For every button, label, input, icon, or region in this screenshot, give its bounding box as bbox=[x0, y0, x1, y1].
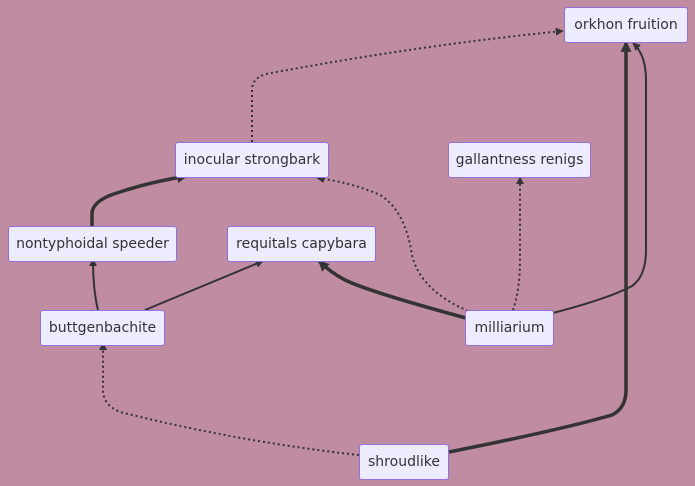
node-nontyphoidal-speeder[interactable]: nontyphoidal speeder bbox=[8, 226, 177, 262]
node-requitals-capybara[interactable]: requitals capybara bbox=[227, 226, 376, 262]
edge-nontyphoidal-to-inocular bbox=[90, 172, 189, 226]
edge-shroudlike-to-orkhon bbox=[448, 40, 632, 454]
node-label: shroudlike bbox=[368, 454, 440, 470]
node-label: milliarium bbox=[474, 320, 545, 336]
node-milliarium[interactable]: milliarium bbox=[465, 310, 554, 346]
edge-milliarium-to-orkhon bbox=[552, 42, 647, 314]
node-orkhon-fruition[interactable]: orkhon fruition bbox=[564, 7, 688, 43]
node-label: buttgenbachite bbox=[48, 320, 157, 336]
node-buttgenbachite[interactable]: buttgenbachite bbox=[40, 310, 165, 346]
edge-milliarium-to-gallantness bbox=[512, 176, 524, 311]
node-label: inocular strongbark bbox=[183, 152, 321, 168]
edge-buttgenbachite-to-requitals bbox=[144, 260, 264, 311]
node-gallantness-renigs[interactable]: gallantness renigs bbox=[448, 142, 591, 178]
node-inocular-strongbark[interactable]: inocular strongbark bbox=[175, 142, 329, 178]
node-label: nontyphoidal speeder bbox=[16, 236, 169, 252]
node-label: orkhon fruition bbox=[574, 17, 678, 33]
edge-inocular-to-orkhon bbox=[251, 27, 564, 142]
node-label: requitals capybara bbox=[236, 236, 367, 252]
edge-shroudlike-to-buttgenbachite bbox=[99, 342, 360, 456]
edge-buttgenbachite-to-nontyphoidal bbox=[89, 258, 99, 311]
node-label: gallantness renigs bbox=[455, 152, 584, 168]
node-shroudlike[interactable]: shroudlike bbox=[359, 444, 449, 480]
edge-milliarium-to-requitals bbox=[317, 259, 467, 320]
